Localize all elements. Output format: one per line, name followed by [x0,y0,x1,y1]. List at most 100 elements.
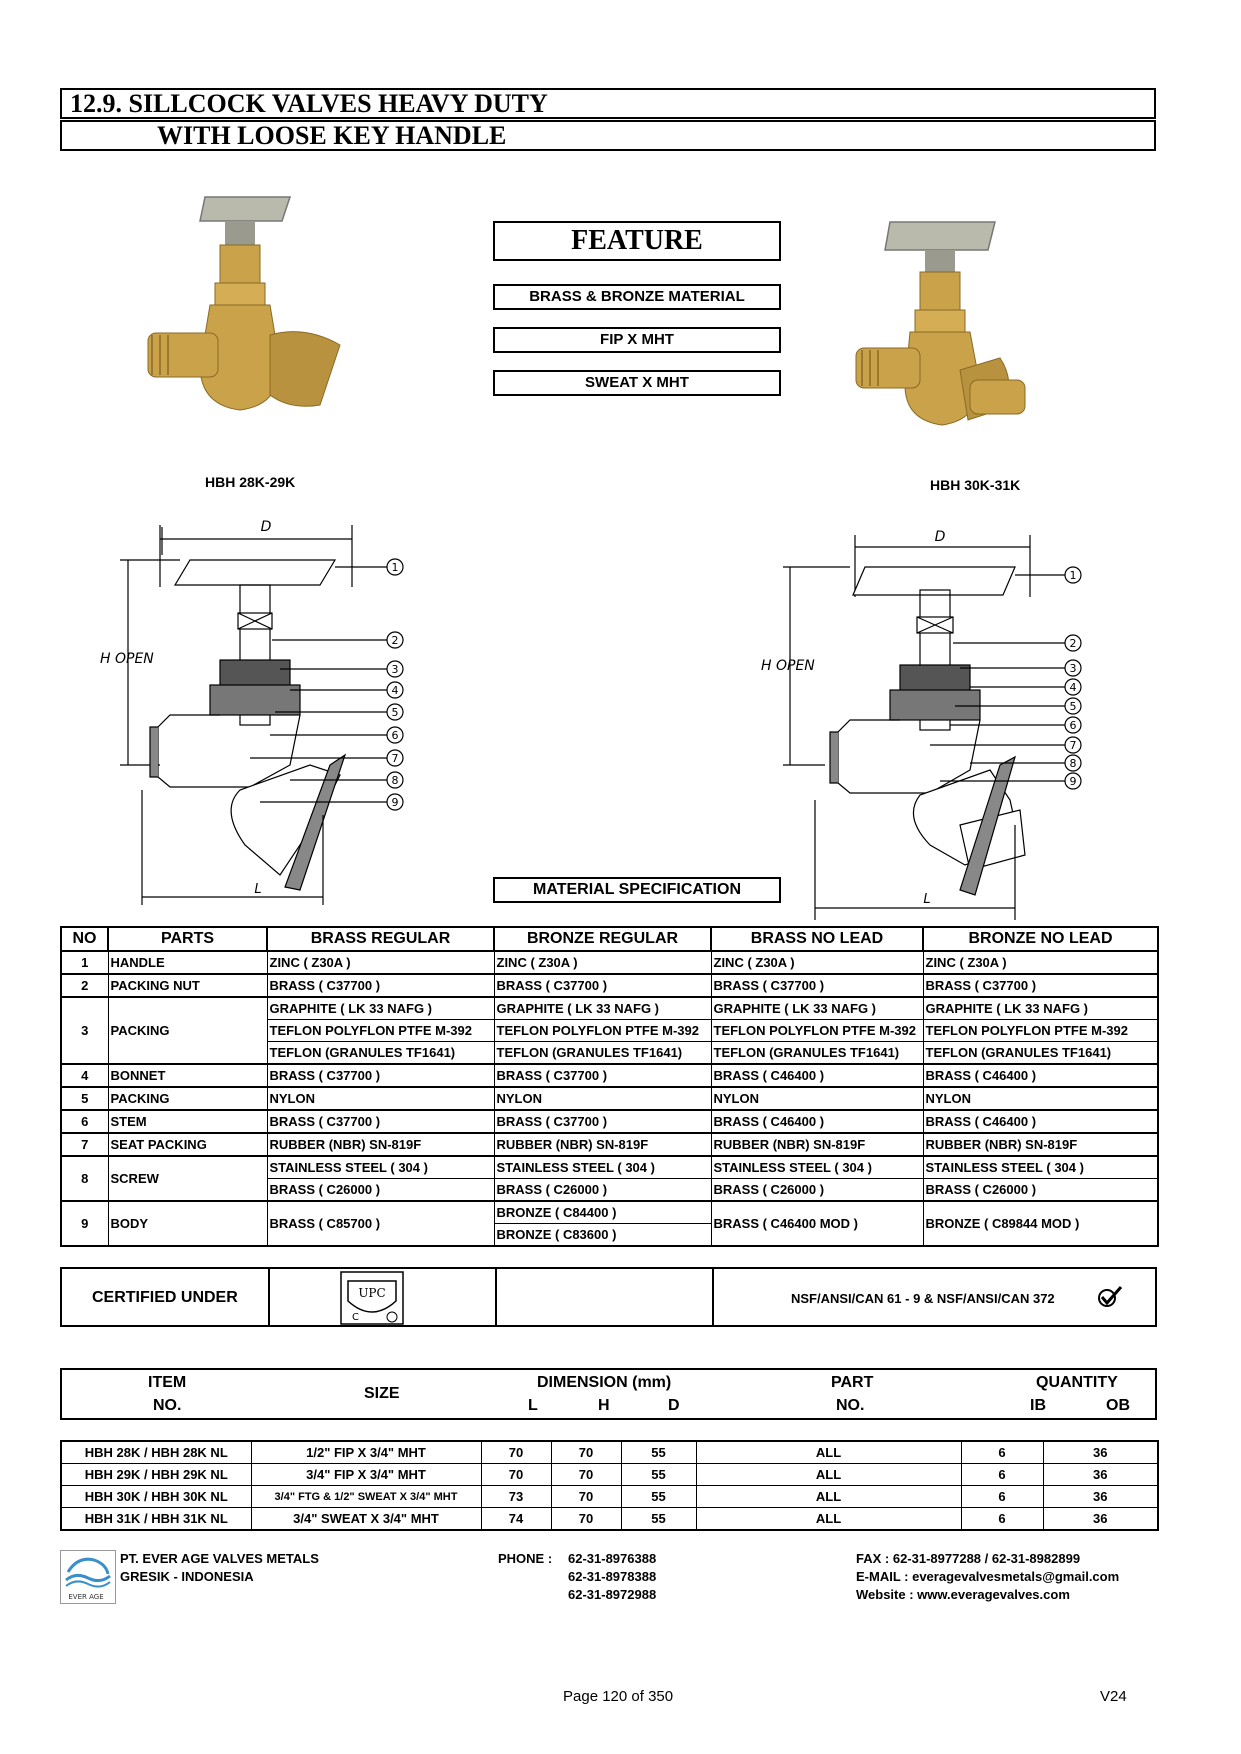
cell-no: 9 [60,1200,109,1247]
cell-part: PACKING [107,996,268,1065]
cell-material: BRASS ( C46400 ) [922,1063,1159,1088]
cell-l: 70 [480,1463,552,1486]
cell-material: NYLON [266,1086,495,1111]
table-row: HBH 29K / HBH 29K NL 3/4" FIP X 3/4" MHT… [60,1463,1159,1486]
cell-material: TEFLON (GRANULES TF1641) [922,1041,1159,1065]
cell-size: 3/4" FTG & 1/2" SWEAT X 3/4" MHT [250,1485,482,1508]
cell-part: ALL [695,1485,962,1508]
website-line: Website : www.everagevalves.com [856,1587,1070,1602]
svg-text:3: 3 [392,663,399,676]
col-header-brass-regular: BRASS REGULAR [266,926,495,952]
cell-part: ALL [695,1440,962,1464]
table-row: 9 BODY BRASS ( C85700 ) BRONZE ( C84400 … [60,1200,1159,1247]
hdr-dimension: DIMENSION (mm) [537,1374,672,1391]
cell-l: 70 [480,1440,552,1464]
phone-label: PHONE : [498,1551,553,1566]
cell-material: BRASS ( C37700 ) [710,973,924,998]
table-row: 6 STEM BRASS ( C37700 ) BRASS ( C37700 )… [60,1109,1159,1134]
cell-part: ALL [695,1507,962,1531]
col-header-bronze-no-lead: BRONZE NO LEAD [922,926,1159,952]
cell-item: HBH 29K / HBH 29K NL [60,1463,252,1486]
cell-part: SCREW [107,1155,268,1202]
svg-text:3: 3 [1070,662,1077,675]
feature-item-sweat: SWEAT X MHT [493,370,781,396]
svg-text:6: 6 [1070,719,1077,732]
cell-material: BRASS ( C26000 ) [266,1178,495,1202]
company-city: GRESIK - INDONESIA [120,1569,254,1584]
hdr-size: SIZE [364,1385,400,1402]
table-row: 8 SCREW STAINLESS STEEL ( 304 ) STAINLES… [60,1155,1159,1202]
col-header-no: NO [60,926,109,952]
svg-text:2: 2 [1070,637,1077,650]
phone-3: 62-31-8972988 [568,1587,657,1602]
cell-ob: 36 [1042,1485,1159,1508]
svg-text:9: 9 [392,796,399,809]
company-logo: EVER AGE [60,1550,116,1604]
section-title-text-1: 12.9. SILLCOCK VALVES HEAVY DUTY [70,89,548,118]
dim-label-l-right: L [923,892,930,907]
cell-material: BRASS ( C46400 ) [710,1109,924,1134]
cell-material: BRASS ( C26000 ) [493,1178,712,1202]
material-header-row: NO PARTS BRASS REGULAR BRONZE REGULAR BR… [60,926,1159,952]
cell-no: 4 [60,1063,109,1088]
svg-text:5: 5 [1070,700,1077,713]
cell-material: NYLON [922,1086,1159,1111]
cell-l: 74 [480,1507,552,1531]
cell-material: BRASS ( C46400 ) [922,1109,1159,1134]
cell-material: STAINLESS STEEL ( 304 ) [493,1155,712,1179]
cell-material: TEFLON (GRANULES TF1641) [710,1041,924,1065]
dimension-table: HBH 28K / HBH 28K NL 1/2" FIP X 3/4" MHT… [60,1440,1159,1531]
table-row: TEFLON (GRANULES TF1641) TEFLON (GRANULE… [61,1041,1159,1065]
cell-d: 55 [620,1440,697,1464]
svg-text:C: C [352,1312,359,1323]
cell-material: RUBBER (NBR) SN-819F [493,1132,712,1157]
cell-size: 1/2" FIP X 3/4" MHT [250,1440,482,1464]
cell-material: BRONZE ( C84400 ) [493,1200,712,1224]
cell-d: 55 [620,1485,697,1508]
table-row: 1 HANDLE ZINC ( Z30A ) ZINC ( Z30A ) ZIN… [60,950,1159,975]
cell-material: STAINLESS STEEL ( 304 ) [922,1155,1159,1179]
cell-material: GRAPHITE ( LK 33 NAFG ) [266,996,495,1020]
cell-item: HBH 31K / HBH 31K NL [60,1507,252,1531]
col-header-parts: PARTS [107,926,268,952]
dim-label-l-left: L [254,882,261,897]
cell-material: RUBBER (NBR) SN-819F [922,1132,1159,1157]
cell-ob: 36 [1042,1440,1159,1464]
cell-part: STEM [107,1109,268,1134]
cell-material: ZINC ( Z30A ) [493,950,712,975]
phone-1: 62-31-8976388 [568,1551,657,1566]
cell-item: HBH 28K / HBH 28K NL [60,1440,252,1464]
hdr-quantity: QUANTITY [1036,1374,1118,1391]
cell-h: 70 [550,1463,622,1486]
material-spec-title: MATERIAL SPECIFICATION [493,877,781,903]
cell-h: 70 [550,1440,622,1464]
table-row: 4 BONNET BRASS ( C37700 ) BRASS ( C37700… [60,1063,1159,1088]
svg-text:7: 7 [1070,739,1077,752]
cell-part: PACKING [107,1086,268,1111]
cell-no: 6 [60,1109,109,1134]
cell-d: 55 [620,1507,697,1531]
cell-material: GRAPHITE ( LK 33 NAFG ) [493,996,712,1020]
table-row: HBH 31K / HBH 31K NL 3/4" SWEAT X 3/4" M… [60,1507,1159,1531]
table-row: HBH 30K / HBH 30K NL 3/4" FTG & 1/2" SWE… [60,1485,1159,1508]
technical-drawing-right: 123 456 789 D H OPEN L [761,529,1082,920]
table-row: TEFLON POLYFLON PTFE M-392 TEFLON POLYFL… [61,1019,1159,1042]
cell-ib: 6 [960,1463,1044,1486]
cell-material: TEFLON (GRANULES TF1641) [266,1041,495,1065]
cell-no: 2 [60,973,109,998]
cell-ob: 36 [1042,1463,1159,1486]
hdr-h: H [598,1397,610,1414]
dim-label-d-right: D [935,529,946,545]
cell-material: BRASS ( C26000 ) [710,1178,924,1202]
cell-material: RUBBER (NBR) SN-819F [266,1132,495,1157]
cell-no: 8 [60,1155,109,1202]
cell-material: RUBBER (NBR) SN-819F [710,1132,924,1157]
cell-part: BODY [107,1200,268,1247]
feature-item-fip: FIP X MHT [493,327,781,353]
cell-material: BRONZE ( C83600 ) [493,1223,712,1247]
cell-ib: 6 [960,1485,1044,1508]
photo-caption-left: HBH 28K-29K [205,474,296,490]
cell-material: TEFLON POLYFLON PTFE M-392 [493,1019,712,1042]
cell-ib: 6 [960,1507,1044,1531]
cert-label: CERTIFIED UNDER [92,1289,238,1306]
